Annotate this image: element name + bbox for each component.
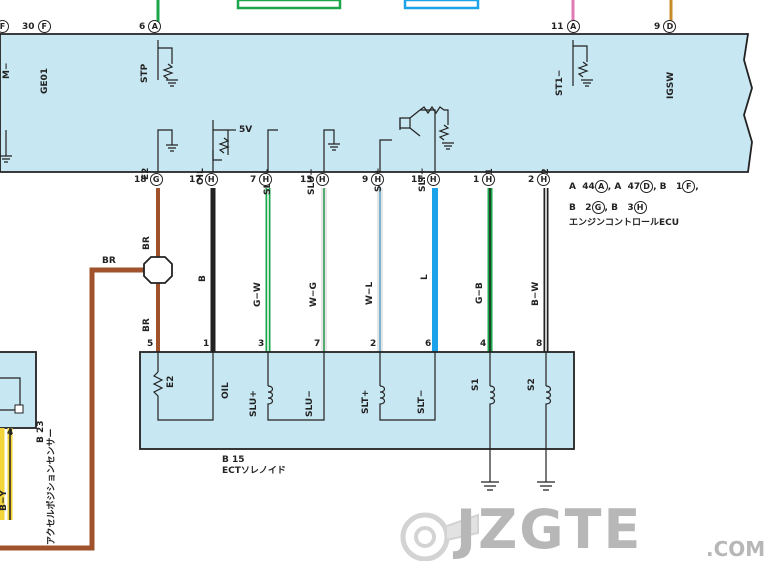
ecu-top-sig-1: M− [2,62,12,80]
ecu-bottom-pin-5: 9 H [362,173,385,186]
sensor-name: アクセルポジションセンサー [47,428,57,545]
solenoid-name: ECTソレノイド [222,466,286,476]
ecu-top-sig-4: ST1− [555,69,565,96]
branch-wire-label: BR [102,256,116,266]
sol-sig-5: SLT+ [361,389,371,414]
ecu-bottom-pin-8: 2 H [528,173,551,186]
ecu-top-pin-1: F [0,20,9,33]
sol-pin-num-1: 5 [147,339,154,349]
ecu-bottom-pin-1: 18 G [134,173,163,186]
ecu-bottom-pin-2: 17 H [189,173,218,186]
sol-sig-6: SLT− [417,389,427,414]
ecu-name: エンジンコントロールECU [569,218,680,228]
ecu-top-pin-2: 30 F [22,20,51,33]
wire-label-5: W−L [365,281,375,305]
wire-label-1: BR [142,236,152,250]
top-wires [156,0,673,26]
ecu-body [0,33,753,173]
ecu-bottom-pin-7: 1 H [473,173,496,186]
sensor-code: B 23 [36,420,46,443]
solenoid-code: B 15 [222,455,245,465]
ecu-bottom-pin-3: 7 H [250,173,273,186]
sol-sig-2: OIL [221,382,231,399]
sol-pin-num-7: 4 [480,339,487,349]
wire-label-6: L [420,274,430,280]
sol-sig-7: S1 [471,378,481,391]
sensor-wire-label: B−Y [0,490,9,511]
accel-sensor [0,351,37,520]
watermark-turbo-icon [400,512,479,561]
ecu-internals [0,40,593,172]
sol-pin-num-4: 7 [314,339,321,349]
junction-connector [143,256,173,284]
wire-label-4: W−G [309,282,319,307]
ecu-top-sig-2: GE01 [40,67,50,94]
brown-branch [0,256,173,551]
watermark-suffix: .COM [706,537,766,561]
sol-sig-8: S2 [527,378,537,391]
sol-pin-num-2: 1 [203,339,210,349]
sensor-pin-num: 4 [7,428,14,438]
sol-pin-num-8: 8 [536,339,543,349]
harness-wires [156,188,549,352]
wire-label-8: B−W [531,281,541,306]
ecu-top-pin-5: 9 D [654,20,677,33]
wire-label-7: G−B [475,282,485,304]
ecu-top-sig-3: STP [140,63,150,83]
solenoid-box [139,351,575,491]
wire-label-1b: BR [142,318,152,332]
sol-sig-3: SLU+ [249,390,259,417]
ecu-top-sig-5: IGSW [666,71,676,99]
ecu-bottom-pin-4: 13 H [300,173,329,186]
wire-label-2: B [198,275,208,282]
sol-pin-num-6: 6 [425,339,432,349]
ecu-top-pin-4: 11 A [551,20,580,33]
sol-pin-num-5: 2 [370,339,377,349]
sol-pin-num-3: 3 [258,339,265,349]
wire-label-3: G−W [253,282,263,307]
watermark-text: JZGTE [456,498,643,561]
ecu-bottom-pin-6: 15 H [411,173,440,186]
supply-voltage-label: 5V [239,125,253,135]
sol-sig-1: E2 [166,375,176,388]
ecu-top-pin-3: 6 A [139,20,162,33]
sol-sig-4: SLU− [305,390,315,417]
